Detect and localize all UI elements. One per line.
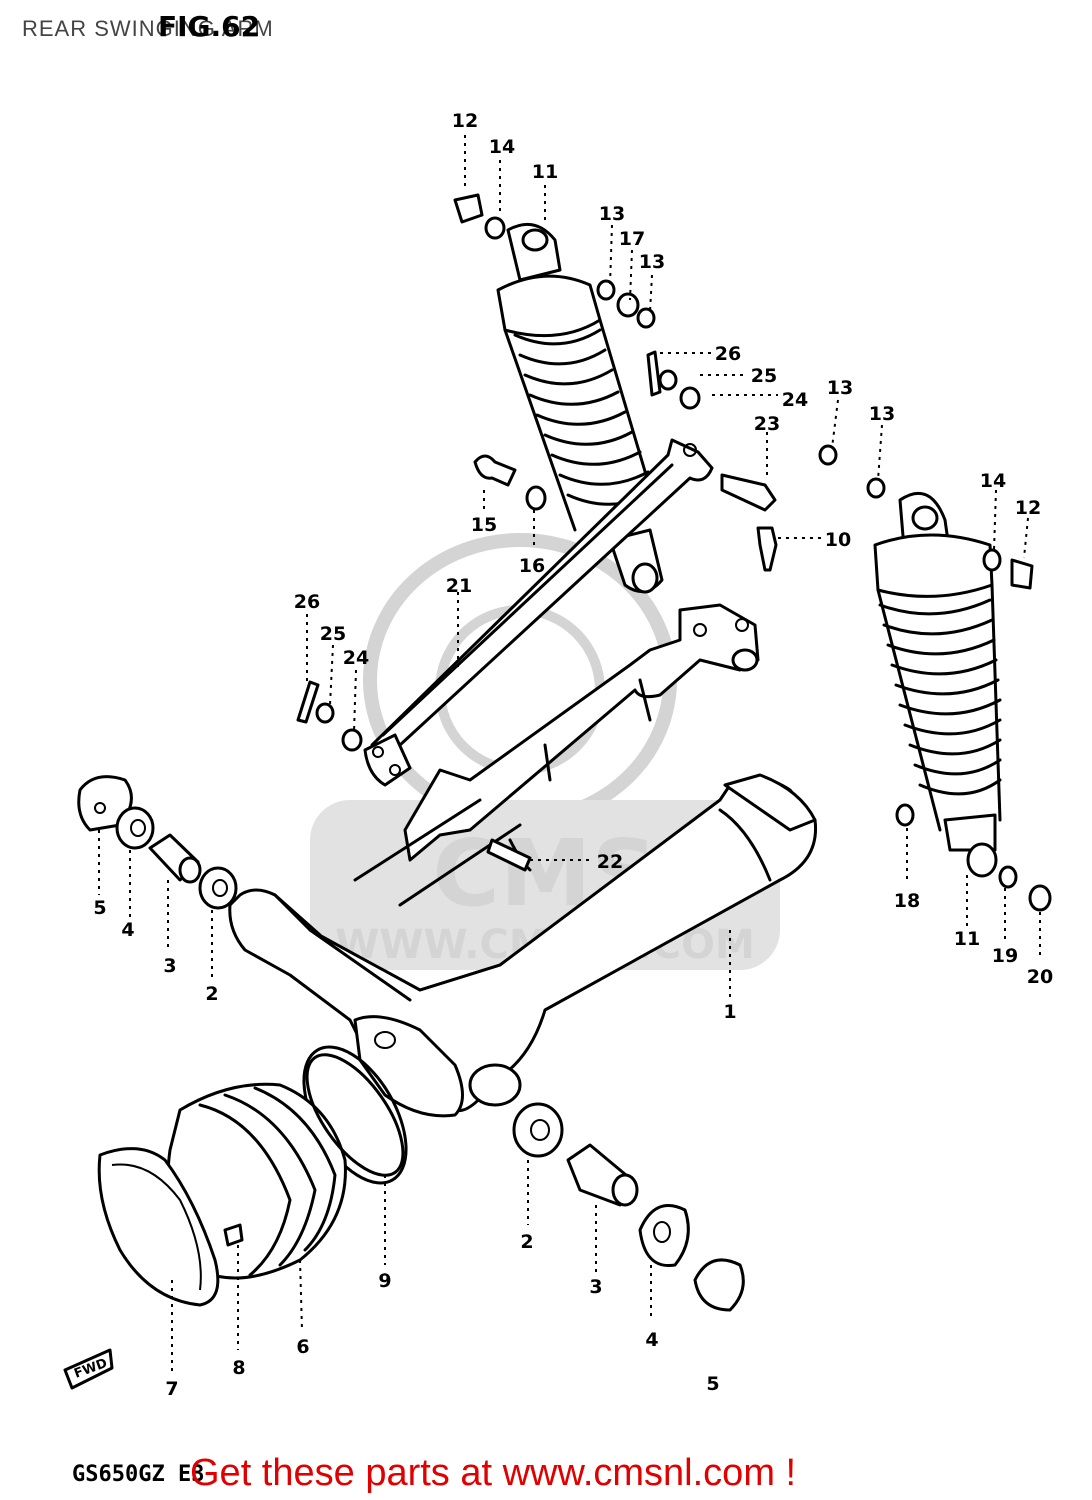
callout-5: 5 [93,897,106,919]
o-ring[interactable] [289,1039,422,1190]
callout-13: 13 [827,377,853,399]
parts-link[interactable]: Get these parts at www.cmsnl.com ! [190,1452,797,1494]
callout-17: 17 [619,228,645,250]
callout-16: 16 [519,555,545,577]
callout-24: 24 [343,647,369,669]
model-code: GS650GZ E3 [72,1462,205,1487]
callout-19: 19 [992,945,1018,967]
callout-20: 20 [1027,966,1053,988]
callout-2: 2 [205,983,218,1005]
callout-26: 26 [294,591,320,613]
pivot-parts-left[interactable] [77,775,238,910]
callout-26: 26 [715,343,741,365]
callout-4: 4 [645,1329,658,1351]
callout-18: 18 [894,890,920,912]
pivot-parts-right[interactable] [512,1102,745,1312]
callout-11: 11 [532,161,558,183]
callout-12: 12 [452,110,478,132]
shock-absorber-left[interactable] [496,222,664,594]
callout-8: 8 [232,1357,245,1379]
final-drive-boot[interactable] [97,1030,427,1307]
callout-21: 21 [446,575,472,597]
figure-number: FIG.62 [158,10,261,43]
callout-4: 4 [121,919,134,941]
callout-13: 13 [639,251,665,273]
callout-10: 10 [825,529,851,551]
callout-13: 13 [869,403,895,425]
callout-5: 5 [706,1373,719,1395]
hardware-small-parts[interactable] [296,193,1052,912]
callout-14: 14 [980,470,1006,492]
shock-absorber-right[interactable] [873,491,1002,878]
callout-15: 15 [471,514,497,536]
callout-14: 14 [489,136,515,158]
swing-arm[interactable] [228,773,818,1118]
leader-lines [98,135,1041,1375]
callout-2: 2 [520,1231,533,1253]
diagram-title: REAR SWINGING ARM [22,16,274,41]
callout-7: 7 [165,1378,178,1400]
torque-link-rod[interactable] [363,438,714,787]
callout-22: 22 [597,851,623,873]
callout-1: 1 [723,1001,736,1023]
callout-numbers: 12 14 11 13 17 13 26 25 24 13 13 23 10 1… [93,110,1053,1400]
callout-11: 11 [954,928,980,950]
callout-12: 12 [1015,497,1041,519]
forward-direction-tag: FWD [63,1348,114,1390]
callout-13: 13 [599,203,625,225]
callout-24: 24 [782,389,808,411]
callout-6: 6 [296,1336,309,1358]
callout-3: 3 [163,955,176,977]
cross-member[interactable] [403,603,760,872]
callout-25: 25 [751,365,777,387]
callout-23: 23 [754,413,780,435]
callout-25: 25 [320,623,346,645]
callout-3: 3 [589,1276,602,1298]
callout-9: 9 [378,1270,391,1292]
